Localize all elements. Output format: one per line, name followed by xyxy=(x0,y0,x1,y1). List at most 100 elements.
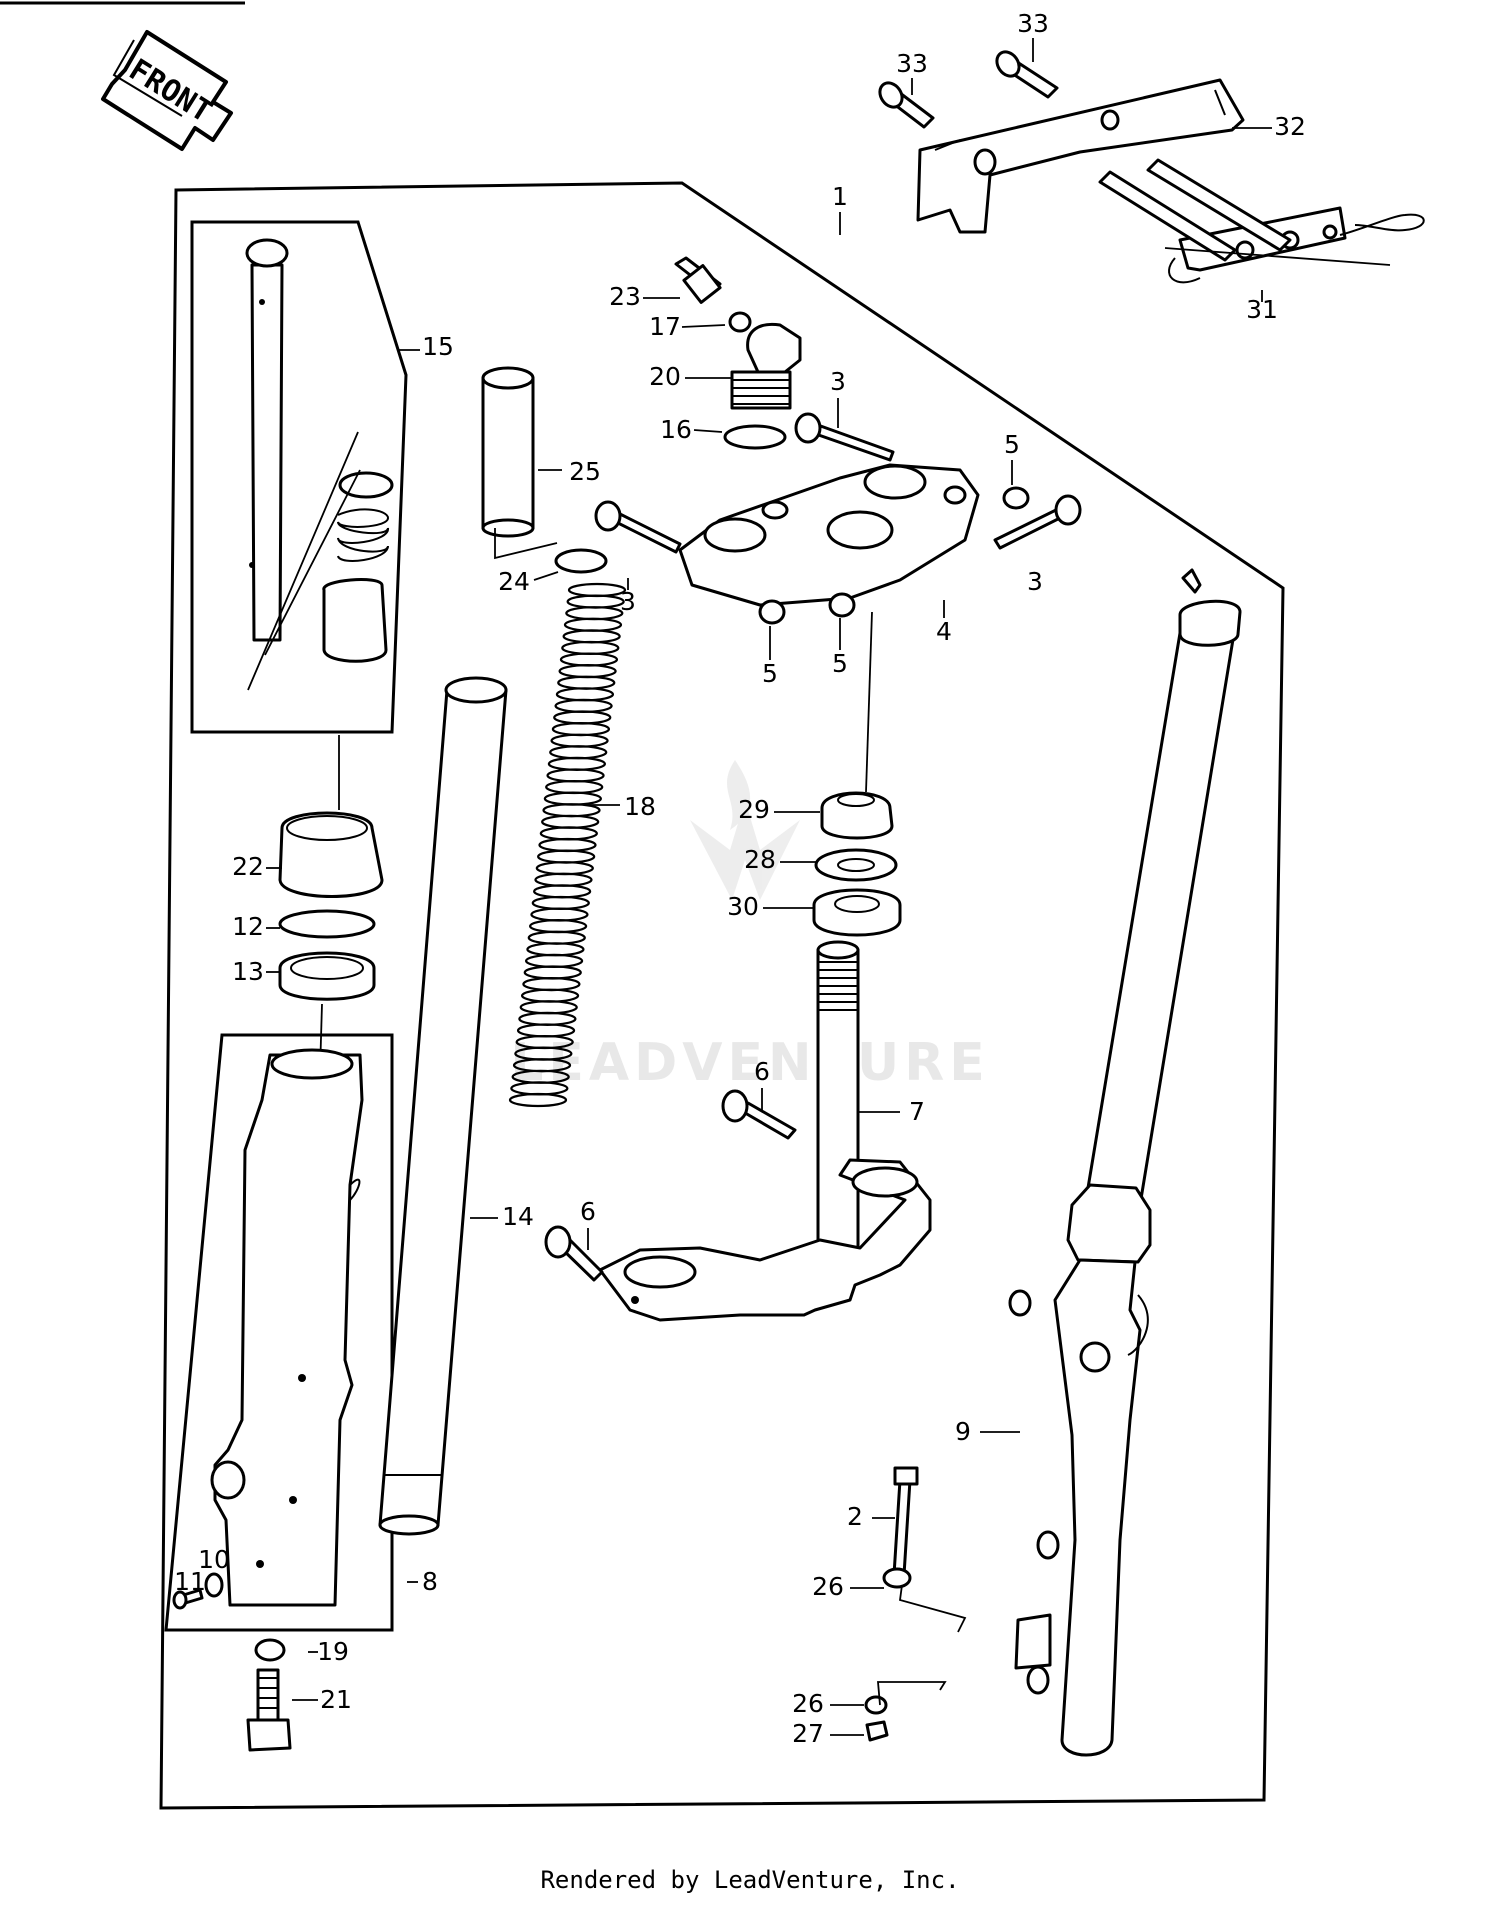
spring-coil xyxy=(508,1092,568,1108)
spring-coil xyxy=(545,779,604,795)
bolt-3-top xyxy=(794,412,895,462)
callout-27: 27 xyxy=(792,1719,824,1748)
spring-coil xyxy=(535,861,594,876)
spring-coil xyxy=(537,849,596,864)
upper-bracket-4 xyxy=(678,463,980,607)
callout-4: 4 xyxy=(936,617,952,646)
bearing-30 xyxy=(812,888,902,937)
callout-leader-24 xyxy=(533,571,559,581)
pinch-bolt-2 xyxy=(892,1466,919,1577)
callout-19: 19 xyxy=(317,1637,349,1666)
outer-tube-frame xyxy=(164,1033,394,1632)
nut-27 xyxy=(865,1720,889,1742)
spring-coil xyxy=(555,687,615,702)
oil-lock-piece xyxy=(322,578,388,663)
bleed-screw-11 xyxy=(172,1588,204,1610)
footer-credit: Rendered by LeadVenture, Inc. xyxy=(540,1866,960,1894)
spring-coil xyxy=(562,629,621,644)
callout-20: 20 xyxy=(649,362,681,391)
callout-5c: 5 xyxy=(832,649,848,678)
front-direction-arrow: FRONT xyxy=(101,30,233,151)
spring-coil xyxy=(527,930,586,945)
spring-coil xyxy=(561,640,620,656)
callout-2: 2 xyxy=(847,1502,863,1531)
screw-33-left xyxy=(878,81,935,129)
callout-3b: 3 xyxy=(620,587,636,616)
callout-28: 28 xyxy=(744,845,776,874)
callout-26b: 26 xyxy=(792,1689,824,1718)
guide-line-26-upper xyxy=(899,1584,967,1633)
callout-7: 7 xyxy=(909,1097,925,1126)
callout-25: 25 xyxy=(569,457,601,486)
spring-coil xyxy=(549,745,608,760)
nut-5-left xyxy=(758,599,786,625)
spring-coil xyxy=(546,768,605,783)
callout-leader-17 xyxy=(681,324,726,328)
spring-coil xyxy=(565,606,624,621)
air-valve-23 xyxy=(674,256,722,304)
callout-22: 22 xyxy=(232,852,264,881)
steering-stem-7 xyxy=(816,940,860,1267)
handlebar-holder xyxy=(916,78,1245,234)
callout-31: 31 xyxy=(1246,295,1278,324)
callout-5a: 5 xyxy=(1004,430,1020,459)
o-ring-17 xyxy=(728,311,752,333)
spring-coil xyxy=(520,988,580,1003)
callout-18: 18 xyxy=(624,792,656,821)
washer-19 xyxy=(254,1638,286,1662)
callout-14: 14 xyxy=(502,1202,534,1231)
guide-lines-15 xyxy=(247,431,361,691)
watermark: LEADVENTURE xyxy=(510,760,985,1093)
spring-coil xyxy=(567,582,627,598)
callout-11: 11 xyxy=(174,1567,206,1596)
fork-spring-18 xyxy=(508,582,627,1108)
spring-coil xyxy=(531,895,590,911)
screw-33-right xyxy=(995,50,1059,99)
bolt-3-left xyxy=(594,500,682,554)
pinch-bolt-6-lower xyxy=(544,1225,604,1282)
oil-seal-13 xyxy=(278,951,376,1001)
bolt-3-right xyxy=(993,494,1082,550)
callout-17: 17 xyxy=(649,312,681,341)
spring-coil xyxy=(524,953,584,969)
callout-15: 15 xyxy=(422,332,454,361)
spring-coil xyxy=(553,710,612,725)
piston-ring xyxy=(338,471,394,499)
spring-coil xyxy=(519,1000,578,1015)
callout-leader-16 xyxy=(693,429,723,433)
callout-6b: 6 xyxy=(580,1197,596,1226)
callout-13: 13 xyxy=(232,957,264,986)
guide-line-24-25 xyxy=(494,528,558,560)
guide-line-31 xyxy=(1164,247,1391,266)
outer-tube-left xyxy=(210,1048,364,1607)
callout-32: 32 xyxy=(1274,112,1306,141)
spring-seat-24 xyxy=(554,548,608,574)
callout-8: 8 xyxy=(422,1567,438,1596)
spring-coil xyxy=(559,652,619,667)
rebound-spring xyxy=(337,508,390,562)
spring-coil xyxy=(551,721,611,737)
nut-5-mid xyxy=(828,592,856,618)
spring-coil xyxy=(523,965,582,980)
washer-28 xyxy=(814,848,898,882)
inner-tube-14 xyxy=(378,676,508,1536)
washer-26-lower xyxy=(864,1695,888,1715)
callout-30: 30 xyxy=(727,892,759,921)
pinch-bolt-6-upper xyxy=(721,1089,797,1140)
spring-coil xyxy=(539,826,598,841)
o-ring-16 xyxy=(723,424,787,450)
cap-bolt-20 xyxy=(730,322,802,410)
callout-6a: 6 xyxy=(754,1057,770,1086)
spring-coil xyxy=(522,976,581,992)
spring-coil xyxy=(538,837,597,853)
callout-10: 10 xyxy=(198,1545,230,1574)
spring-coil xyxy=(533,884,592,899)
callout-5b: 5 xyxy=(762,659,778,688)
callout-9: 9 xyxy=(955,1417,971,1446)
callout-1: 1 xyxy=(832,182,848,211)
spring-coil xyxy=(550,733,609,748)
callout-29: 29 xyxy=(738,795,770,824)
gasket-10 xyxy=(204,1572,224,1598)
spring-coil xyxy=(530,907,589,922)
